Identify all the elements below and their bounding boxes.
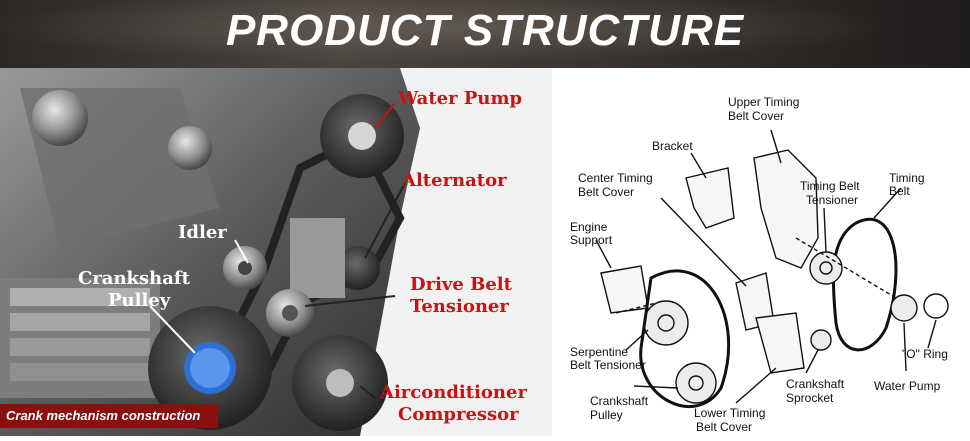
label-engine-support-line2: Support: [570, 233, 613, 247]
header-banner: PRODUCT STRUCTURE: [0, 0, 970, 68]
label-drive-belt-tensioner-line2: Tensioner: [410, 296, 509, 317]
label-water-pump: Water Pump: [874, 379, 941, 393]
label-timing-tensioner-line2: Tensioner: [806, 193, 858, 207]
timing-belt-diagram: Upper Timing Belt Cover Bracket Center T…: [570, 95, 949, 434]
label-crank-sprocket-line1: Crankshaft: [786, 377, 845, 391]
label-crank-pulley-line1: Crankshaft: [590, 394, 649, 408]
label-o-ring: "O" Ring: [902, 347, 948, 361]
label-timing-tensioner-line1: Timing Belt: [800, 179, 860, 193]
label-idler: Idler: [178, 222, 227, 243]
label-serpentine-line1: Serpentine: [570, 345, 628, 359]
label-upper-timing-line2: Belt Cover: [728, 109, 784, 123]
label-lower-timing-line1: Lower Timing: [694, 406, 765, 420]
page-title: PRODUCT STRUCTURE: [225, 6, 745, 55]
engine-photo-illustration: Water Pump Alternator Idler Crankshaft P…: [0, 68, 552, 436]
label-timing-belt-line1: Timing: [889, 171, 925, 185]
label-lower-timing-line2: Belt Cover: [696, 420, 752, 434]
label-aircon-line1: Airconditioner: [379, 382, 527, 403]
label-alternator: Alternator: [401, 170, 507, 191]
label-crankshaft-pulley-line1: Crankshaft: [78, 268, 191, 289]
label-bracket: Bracket: [652, 139, 693, 153]
label-center-timing-line1: Center Timing: [578, 171, 653, 185]
photo-caption: Crank mechanism construction: [0, 404, 218, 428]
label-upper-timing-line1: Upper Timing: [728, 95, 799, 109]
label-timing-belt-line2: Belt: [889, 184, 910, 198]
label-engine-support-line1: Engine: [570, 220, 608, 234]
label-drive-belt-tensioner-line1: Drive Belt: [410, 274, 513, 295]
engine-photo: Water Pump Alternator Idler Crankshaft P…: [0, 68, 552, 436]
exploded-diagram: Upper Timing Belt Cover Bracket Center T…: [556, 68, 970, 436]
label-serpentine-line2: Belt Tensioner: [570, 358, 646, 372]
label-center-timing-line2: Belt Cover: [578, 185, 634, 199]
label-crank-sprocket-line2: Sprocket: [786, 391, 834, 405]
label-water-pump: Water Pump: [397, 88, 522, 109]
label-crankshaft-pulley-line2: Pulley: [108, 290, 171, 311]
label-crank-pulley-line2: Pulley: [590, 408, 623, 422]
label-aircon-line2: Compressor: [398, 404, 519, 425]
